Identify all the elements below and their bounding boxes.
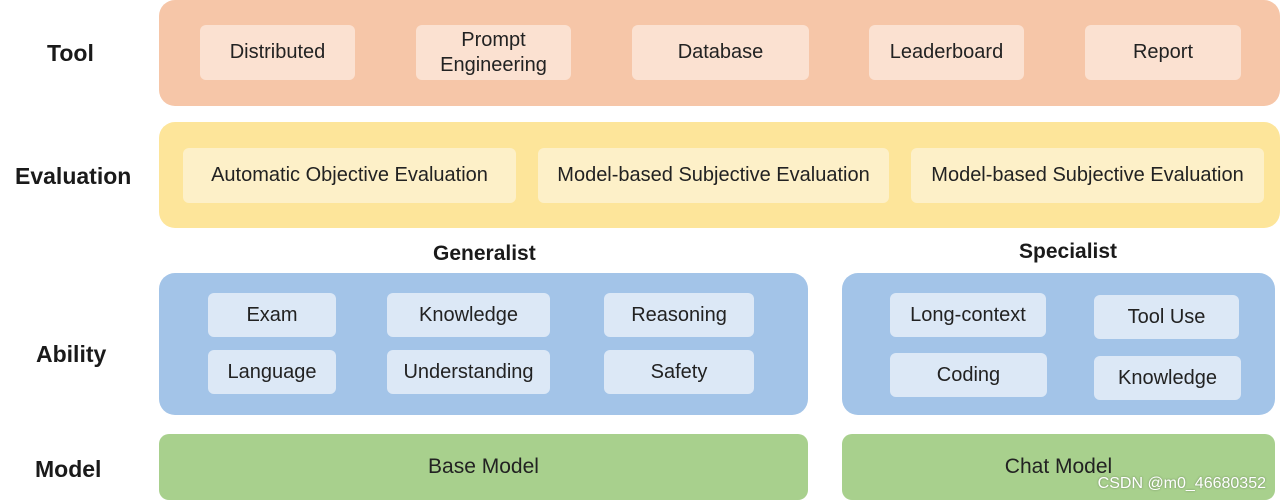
generalist-title: Generalist bbox=[433, 242, 536, 265]
row-label-tool: Tool bbox=[47, 40, 94, 66]
specialist-title: Specialist bbox=[1019, 240, 1118, 263]
generalist-chip-understanding: Understanding bbox=[387, 350, 550, 394]
specialist-chip-tool-use: Tool Use bbox=[1094, 295, 1239, 339]
tool-chip-report: Report bbox=[1085, 25, 1241, 80]
row-label-ability: Ability bbox=[36, 341, 107, 367]
specialist-chip-long-context: Long-context bbox=[890, 293, 1046, 337]
evaluation-chip-automatic-objective: Automatic Objective Evaluation bbox=[183, 148, 516, 203]
generalist-chip-safety: Safety bbox=[604, 350, 754, 394]
tool-chip-distributed: Distributed bbox=[200, 25, 355, 80]
tool-chip-database: Database bbox=[632, 25, 809, 80]
generalist-chip-knowledge: Knowledge bbox=[387, 293, 550, 337]
specialist-chip-coding: Coding bbox=[890, 353, 1047, 397]
tool-chip-leaderboard: Leaderboard bbox=[869, 25, 1024, 80]
base-model-band: Base Model bbox=[159, 434, 808, 500]
row-label-evaluation: Evaluation bbox=[15, 163, 132, 189]
tool-chip-prompt-engineering: Prompt Engineering bbox=[416, 25, 571, 80]
specialist-chip-knowledge: Knowledge bbox=[1094, 356, 1241, 400]
evaluation-chip-model-based-subjective-2: Model-based Subjective Evaluation bbox=[911, 148, 1264, 203]
generalist-chip-reasoning: Reasoning bbox=[604, 293, 754, 337]
evaluation-chip-model-based-subjective-1: Model-based Subjective Evaluation bbox=[538, 148, 889, 203]
watermark: CSDN @m0_46680352 bbox=[1097, 475, 1266, 492]
chat-model-band: Chat Model bbox=[842, 434, 1275, 500]
generalist-chip-exam: Exam bbox=[208, 293, 336, 337]
row-label-model: Model bbox=[35, 456, 102, 482]
generalist-chip-language: Language bbox=[208, 350, 336, 394]
